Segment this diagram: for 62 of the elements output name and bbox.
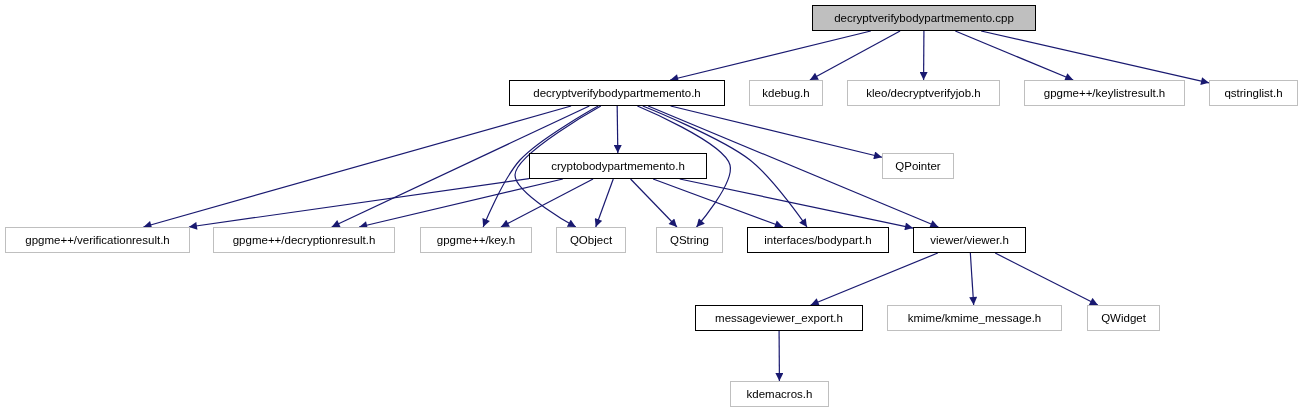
file-name: QWidget	[1101, 312, 1146, 324]
header-file-box	[1209, 80, 1298, 106]
file-name: gpgme++/verificationresult.h	[25, 234, 170, 246]
header-file-box	[656, 227, 723, 253]
include-arrow	[500, 178, 594, 228]
header-file-box	[913, 227, 1026, 253]
include-arrow	[331, 105, 590, 228]
header-file-box	[556, 227, 626, 253]
header-file-box	[747, 227, 889, 253]
header-file-box	[1024, 80, 1185, 106]
header-file-box	[812, 5, 1036, 31]
header-file-box	[5, 227, 190, 253]
include-arrow	[514, 105, 602, 228]
file-name: gpgme++/decryptionresult.h	[232, 234, 376, 246]
header-file-box	[213, 227, 395, 253]
include-arrow	[629, 178, 678, 228]
file-name: cryptobodypartmemento.h	[551, 160, 685, 172]
header-file-box	[509, 80, 725, 106]
file-name: messageviewer_export.h	[715, 312, 843, 324]
file-name: decryptverifybodypartmemento.h	[533, 87, 701, 99]
include-arrow	[809, 30, 901, 81]
file-name: gpgme++/key.h	[436, 234, 516, 246]
file-name: kdebug.h	[762, 87, 810, 99]
include-arrow	[652, 178, 784, 228]
file-name: qstringlist.h	[1224, 87, 1283, 99]
file-name: interfaces/bodypart.h	[764, 234, 872, 246]
file-name: kmime/kmime_message.h	[907, 312, 1042, 324]
include-arrow	[482, 105, 599, 228]
file-name: QString	[670, 234, 709, 246]
header-file-box	[529, 153, 707, 179]
include-arrow	[994, 252, 1099, 306]
include-arrow	[679, 178, 914, 231]
file-name: QObject	[569, 234, 613, 246]
include-arrow	[670, 105, 883, 160]
file-name: QPointer	[895, 160, 941, 172]
header-file-box	[882, 153, 954, 179]
include-arrow	[969, 252, 978, 306]
include-arrow	[980, 30, 1210, 85]
header-file-box	[420, 227, 532, 253]
header-file-box	[887, 305, 1062, 331]
include-arrow	[636, 105, 731, 228]
include-arrow	[669, 30, 872, 82]
include-arrow	[642, 105, 808, 228]
file-name: gpgme++/keylistresult.h	[1043, 87, 1166, 99]
file-name: kleo/decryptverifyjob.h	[866, 87, 981, 99]
header-file-box	[847, 80, 1000, 106]
include-arrow	[775, 330, 784, 382]
include-arrow	[594, 178, 614, 228]
file-name: kdemacros.h	[746, 388, 813, 400]
include-arrow	[647, 105, 939, 228]
header-file-box	[749, 80, 823, 106]
include-arrow	[954, 30, 1074, 81]
include-arrow	[188, 178, 530, 230]
header-file-box	[730, 381, 829, 407]
include-arrow	[142, 105, 572, 229]
include-arrow	[919, 30, 928, 81]
file-name: viewer/viewer.h	[930, 234, 1009, 246]
header-file-box	[695, 305, 863, 331]
include-arrow	[810, 252, 939, 306]
include-arrow	[613, 105, 622, 154]
header-file-box	[1087, 305, 1160, 331]
file-name: decryptverifybodypartmemento.cpp	[834, 12, 1014, 24]
